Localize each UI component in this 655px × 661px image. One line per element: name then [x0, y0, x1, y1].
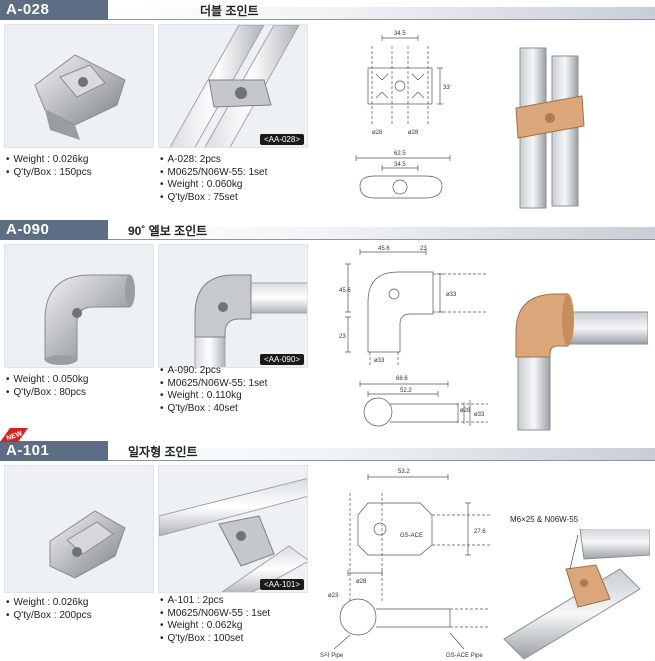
photo-tag: <AA-090>: [259, 354, 304, 365]
section-a028: A-028 더블 조인트 <AA-: [0, 0, 655, 215]
spec-qty: Q'ty/Box : 80pcs: [6, 387, 88, 400]
section-a101: A-101 일자형 조인트 <AA-101>: [0, 441, 655, 661]
spec-weight: Weight : 0.062kg: [160, 620, 270, 633]
dim-label: 23: [420, 246, 427, 252]
dim-label: 45.6: [339, 288, 351, 294]
dim-label: ø28: [372, 130, 383, 136]
section-header: A-028 더블 조인트: [0, 0, 655, 20]
product-title: 일자형 조인트: [128, 445, 198, 459]
product-title: 90˚ 엘보 조인트: [128, 224, 208, 238]
pipe-label: S사 Pipe: [320, 651, 344, 659]
spec-weight: Weight : 0.110kg: [160, 390, 267, 403]
dim-label: ø33: [446, 292, 457, 298]
dim-label: ø33: [374, 358, 385, 364]
assembly-photo: <AA-028>: [158, 24, 308, 148]
dim-label: 27.6: [474, 529, 486, 535]
spec-list-part: Weight : 0.026kg Q'ty/Box : 150pcs: [6, 154, 92, 179]
dim-label: ø28: [356, 579, 367, 585]
new-badge-label: NEW: [6, 430, 24, 442]
dim-label: 62.5: [394, 151, 406, 157]
spec-list-part: Weight : 0.026kg Q'ty/Box : 200pcs: [6, 597, 92, 622]
3d-model: [515, 293, 648, 431]
product-photo: [4, 465, 154, 593]
spec-list-part: Weight : 0.050kg Q'ty/Box : 80pcs: [6, 374, 89, 400]
spec-parts: A-028: 2pcs: [160, 154, 267, 167]
dim-label: GS-ACE: [400, 533, 423, 539]
dim-label: 34.5: [394, 162, 406, 168]
spec-bolt: M0625/N06W-55: 1set: [160, 167, 268, 180]
spec-qty: Q'ty/Box : 40set: [160, 403, 267, 416]
product-title: 더블 조인트: [200, 4, 259, 18]
product-code: A-090: [0, 220, 108, 240]
spec-qty: Q'ty/Box : 200pcs: [6, 610, 92, 623]
dim-label: 34.5: [394, 31, 406, 37]
bolt-callout: M6×25 & N06W-55: [510, 515, 579, 524]
spec-bolt: M0625/N06W-55: 1set: [160, 378, 268, 391]
dim-label: ø23: [328, 593, 339, 599]
photo-tag: <AA-028>: [259, 134, 304, 145]
photo-tag: <AA-101>: [259, 579, 304, 590]
section-header: A-101 일자형 조인트: [0, 441, 655, 461]
product-code: A-101: [0, 441, 108, 461]
dim-label: ø28: [460, 408, 471, 414]
new-badge: NEW: [0, 428, 28, 442]
section-header: A-090 90˚ 엘보 조인트: [0, 220, 655, 240]
technical-drawing: 34.5 33 ø28 ø28 62.5 34.5: [355, 31, 451, 199]
dim-label: ø33: [474, 412, 485, 418]
spec-list-set: A-101 : 2pcs M0625/N06W-55 : 1set Weight…: [160, 595, 271, 646]
dim-label: 33: [443, 85, 450, 91]
product-photo: [4, 24, 154, 148]
3d-model: [515, 47, 585, 209]
3d-model: [503, 529, 650, 659]
spec-qty: Q'ty/Box : 150pcs: [6, 167, 92, 180]
spec-weight: Weight : 0.026kg: [6, 154, 92, 167]
assembly-photo: <AA-090>: [158, 244, 308, 368]
spec-parts: A-090: 2pcs: [160, 365, 267, 378]
section-a090: A-090 90˚ 엘보 조인트: [0, 220, 655, 431]
dim-label: 45.6: [378, 246, 390, 252]
spec-weight: Weight : 0.026kg: [6, 597, 92, 610]
product-photo: [4, 244, 154, 368]
dim-label: 53.2: [398, 469, 410, 475]
spec-list-set: A-090: 2pcs M0625/N06W-55: 1set Weight :…: [160, 365, 268, 416]
dim-label: 68.6: [396, 376, 408, 382]
product-code: A-028: [0, 0, 108, 20]
spec-weight: Weight : 0.060kg: [160, 179, 267, 192]
technical-drawing: 53.2 27.6 ø28 ø23 GS-ACE S사 Pipe GS-ACE …: [320, 469, 490, 659]
spec-bolt: M0625/N06W-55 : 1set: [160, 608, 271, 621]
spec-list-set: A-028: 2pcs M0625/N06W-55: 1set Weight :…: [160, 154, 268, 205]
technical-drawing: 45.6 23 45.6 ø33 23 ø33 68.6 52.2 ø28 ø3…: [339, 246, 488, 427]
dim-label: ø28: [408, 130, 419, 136]
assembly-photo: <AA-101>: [158, 465, 308, 593]
dim-label: 23: [339, 334, 346, 340]
spec-qty: Q'ty/Box : 75set: [160, 192, 267, 205]
pipe-label: GS-ACE Pipe: [446, 653, 483, 659]
spec-weight: Weight : 0.050kg: [6, 374, 89, 387]
spec-qty: Q'ty/Box : 100set: [160, 633, 270, 646]
dim-label: 52.2: [400, 388, 412, 394]
spec-parts: A-101 : 2pcs: [160, 595, 270, 608]
